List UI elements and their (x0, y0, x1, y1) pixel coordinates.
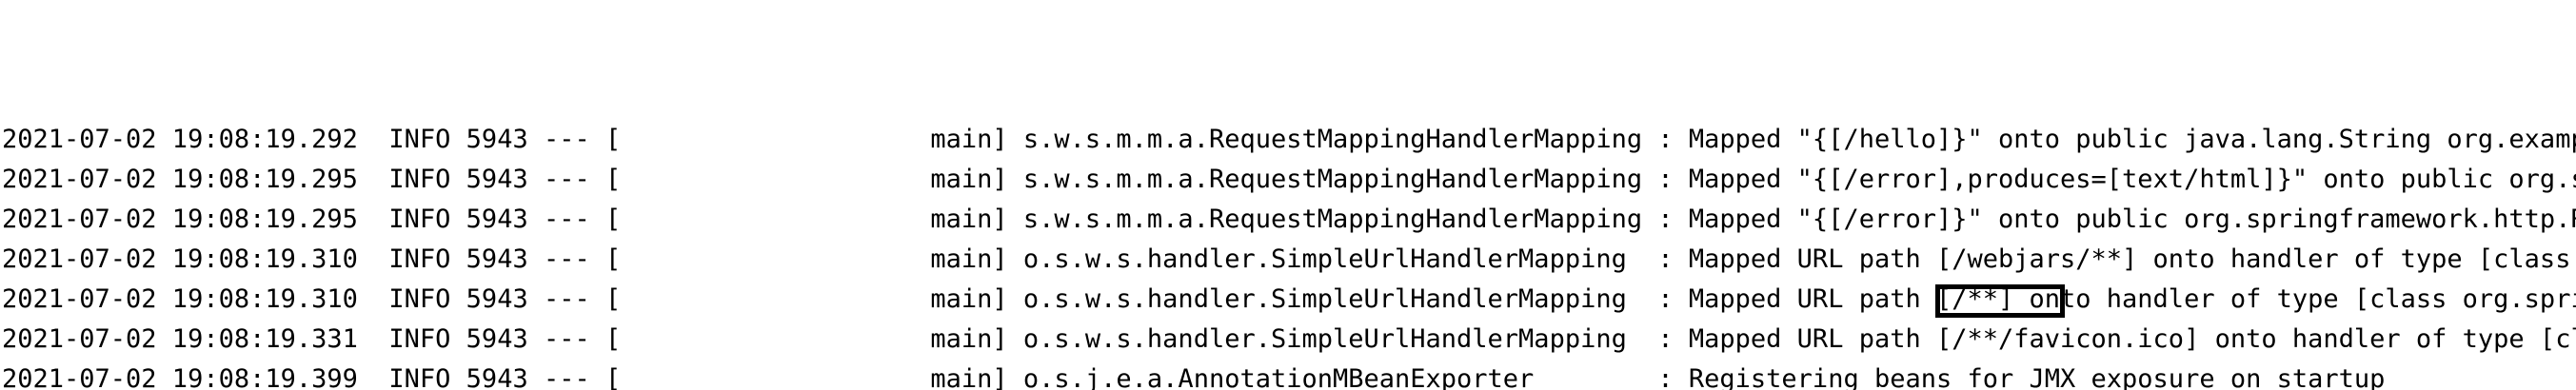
log-pid: 5943 (450, 364, 528, 390)
log-dashes: --- (527, 324, 605, 354)
log-line: 2021-07-02 19:08:19.295 INFO 5943 --- [ … (0, 200, 2576, 240)
log-thread: [ main] (604, 364, 1008, 390)
log-level: INFO (357, 244, 451, 274)
log-level: INFO (357, 205, 451, 234)
log-line-list: 2021-07-02 19:08:19.292 INFO 5943 --- [ … (0, 120, 2576, 390)
log-message: Registering beans for JMX exposure on st… (1688, 364, 2386, 390)
log-logger: o.s.w.s.handler.SimpleUrlHandlerMapping (1007, 324, 1643, 354)
log-dashes: --- (527, 165, 605, 194)
log-pid: 5943 (450, 165, 528, 194)
log-logger: o.s.j.e.a.AnnotationMBeanExporter (1007, 364, 1643, 390)
log-dashes: --- (527, 244, 605, 274)
log-separator: : (1642, 125, 1689, 154)
log-timestamp: 2021-07-02 19:08:19.399 (2, 364, 358, 390)
log-logger: s.w.s.m.m.a.RequestMappingHandlerMapping (1007, 165, 1643, 194)
log-logger: o.s.w.s.handler.SimpleUrlHandlerMapping (1007, 284, 1643, 314)
log-line: 2021-07-02 19:08:19.295 INFO 5943 --- [ … (0, 160, 2576, 200)
log-timestamp: 2021-07-02 19:08:19.310 (2, 244, 358, 274)
log-pid: 5943 (450, 205, 528, 234)
log-separator: : (1642, 284, 1689, 314)
log-thread: [ main] (604, 284, 1008, 314)
log-pid: 5943 (450, 284, 528, 314)
log-separator: : (1642, 324, 1689, 354)
log-pid: 5943 (450, 244, 528, 274)
log-level: INFO (357, 125, 451, 154)
log-separator: : (1642, 205, 1689, 234)
log-message: Mapped "{[/error],produces=[text/html]}"… (1688, 165, 2576, 194)
log-thread: [ main] (604, 125, 1008, 154)
log-logger: o.s.w.s.handler.SimpleUrlHandlerMapping (1007, 244, 1643, 274)
log-line: 2021-07-02 19:08:19.399 INFO 5943 --- [ … (0, 360, 2576, 390)
log-logger: s.w.s.m.m.a.RequestMappingHandlerMapping (1007, 125, 1643, 154)
log-level: INFO (357, 284, 451, 314)
log-pid: 5943 (450, 125, 528, 154)
log-dashes: --- (527, 205, 605, 234)
log-thread: [ main] (604, 205, 1008, 234)
log-line: 2021-07-02 19:08:19.292 INFO 5943 --- [ … (0, 120, 2576, 160)
log-line: 2021-07-02 19:08:19.310 INFO 5943 --- [ … (0, 240, 2576, 280)
log-message: Mapped URL path [/**/favicon.ico] onto h… (1688, 324, 2576, 354)
log-dashes: --- (527, 125, 605, 154)
log-level: INFO (357, 364, 451, 390)
log-timestamp: 2021-07-02 19:08:19.295 (2, 205, 358, 234)
log-timestamp: 2021-07-02 19:08:19.310 (2, 284, 358, 314)
log-timestamp: 2021-07-02 19:08:19.295 (2, 165, 358, 194)
log-timestamp: 2021-07-02 19:08:19.292 (2, 125, 358, 154)
log-message: Mapped "{[/hello]}" onto public java.lan… (1688, 125, 2576, 154)
log-separator: : (1642, 364, 1689, 390)
log-separator: : (1642, 244, 1689, 274)
log-pid: 5943 (450, 324, 528, 354)
log-logger: s.w.s.m.m.a.RequestMappingHandlerMapping (1007, 205, 1643, 234)
log-separator: : (1642, 165, 1689, 194)
log-level: INFO (357, 324, 451, 354)
log-message: Mapped "{[/error]}" onto public org.spri… (1688, 205, 2576, 234)
log-line: 2021-07-02 19:08:19.310 INFO 5943 --- [ … (0, 280, 2576, 320)
log-thread: [ main] (604, 244, 1008, 274)
log-dashes: --- (527, 284, 605, 314)
log-thread: [ main] (604, 324, 1008, 354)
log-dashes: --- (527, 364, 605, 390)
log-level: INFO (357, 165, 451, 194)
log-message: Mapped URL path [/webjars/**] onto handl… (1688, 244, 2571, 274)
log-timestamp: 2021-07-02 19:08:19.331 (2, 324, 358, 354)
log-thread: [ main] (604, 165, 1008, 194)
log-line: 2021-07-02 19:08:19.331 INFO 5943 --- [ … (0, 320, 2576, 360)
log-message: Mapped URL path [/**] onto handler of ty… (1688, 284, 2576, 314)
